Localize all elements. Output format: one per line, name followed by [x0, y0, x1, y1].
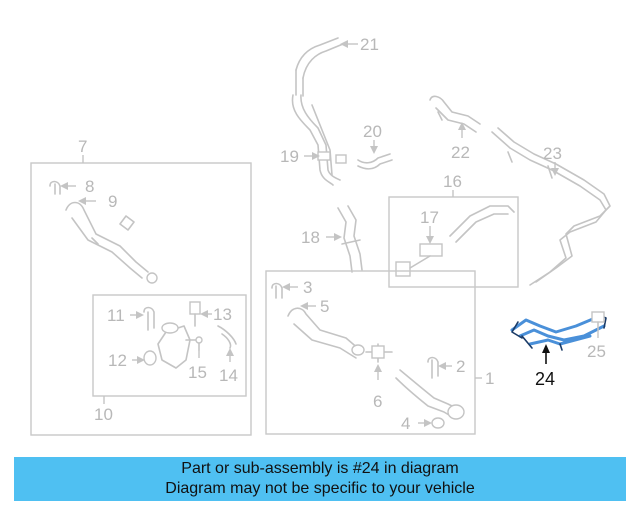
part-15-bolt[interactable]	[195, 336, 203, 351]
arrow-5	[300, 302, 308, 310]
arrow-11	[136, 311, 144, 319]
arrow-19	[312, 152, 320, 160]
callout-8: 8	[85, 177, 94, 196]
callout-21: 21	[360, 35, 379, 54]
arrow-14	[226, 348, 234, 356]
arrow-22	[458, 122, 466, 130]
callout-13: 13	[213, 305, 232, 324]
part-18-hose[interactable]	[337, 205, 363, 273]
part-25-fitting[interactable]	[591, 311, 605, 331]
part-19-pipe[interactable]	[291, 94, 347, 186]
part-11-clamp[interactable]	[143, 306, 155, 331]
part-13-fitting[interactable]	[189, 301, 201, 327]
part-8-clamp[interactable]	[49, 180, 61, 195]
banner-line-2: Diagram may not be specific to your vehi…	[165, 480, 475, 497]
part-22-hose[interactable]	[429, 95, 481, 133]
callout-6: 6	[373, 392, 382, 411]
part-2-clamp[interactable]	[427, 356, 439, 379]
part-5-hose[interactable]	[287, 307, 365, 359]
callout-2: 2	[456, 357, 465, 376]
part-21-hose[interactable]	[295, 37, 344, 97]
callout-9: 9	[108, 192, 117, 211]
arrow-18	[334, 233, 342, 241]
callout-14: 14	[219, 366, 238, 385]
part-housing[interactable]	[157, 322, 197, 369]
part-17-valve[interactable]	[395, 243, 443, 277]
arrow-17	[426, 236, 434, 244]
box-10	[92, 294, 247, 397]
callout-1: 1	[485, 369, 494, 388]
callout-25: 25	[587, 342, 606, 361]
info-banner: Part or sub-assembly is #24 in diagram D…	[14, 457, 626, 501]
callout-18: 18	[301, 228, 320, 247]
callout-22: 22	[451, 143, 470, 162]
callout-10: 10	[94, 405, 113, 424]
arrow-13	[200, 310, 208, 318]
part-14-hose[interactable]	[217, 325, 237, 349]
callout-15: 15	[188, 363, 207, 382]
callout-17: 17	[420, 208, 439, 227]
part-clip-9[interactable]	[119, 215, 158, 284]
callout-4: 4	[401, 414, 410, 433]
callout-12: 12	[108, 351, 127, 370]
part-16-hose[interactable]	[449, 205, 515, 243]
arrow-8	[60, 182, 68, 190]
arrow-9	[78, 197, 86, 205]
part-3-clamp[interactable]	[271, 282, 283, 299]
callout-5: 5	[320, 297, 329, 316]
part-1-hose[interactable]	[395, 369, 465, 420]
part-20-hose[interactable]	[357, 153, 393, 170]
box-7	[30, 162, 252, 436]
callout-11: 11	[107, 306, 125, 325]
arrow-4	[424, 419, 432, 427]
callout-16: 16	[443, 172, 462, 191]
callout-7: 7	[78, 137, 87, 156]
part-23-tube[interactable]	[491, 127, 611, 286]
arrow-3	[282, 283, 290, 291]
callout-23: 23	[543, 144, 562, 163]
part-4-ring[interactable]	[431, 417, 445, 429]
callout-24: 24	[535, 369, 555, 389]
arrow-12	[137, 356, 145, 364]
part-24-pipe-highlighted[interactable]	[510, 313, 607, 351]
arrow-20	[370, 146, 378, 154]
arrow-2	[438, 362, 446, 370]
callout-19: 19	[280, 147, 299, 166]
callout-3: 3	[303, 278, 312, 297]
arrow-6	[374, 364, 382, 372]
callout-20: 20	[363, 122, 382, 141]
part-9-hose[interactable]	[65, 201, 149, 279]
part-6-tee[interactable]	[365, 343, 393, 363]
arrow-24	[542, 344, 550, 353]
banner-line-1: Part or sub-assembly is #24 in diagram	[181, 460, 459, 477]
box-1	[265, 270, 476, 435]
arrow-23	[551, 168, 559, 176]
arrow-21	[340, 40, 348, 48]
part-12-ring[interactable]	[143, 350, 157, 366]
